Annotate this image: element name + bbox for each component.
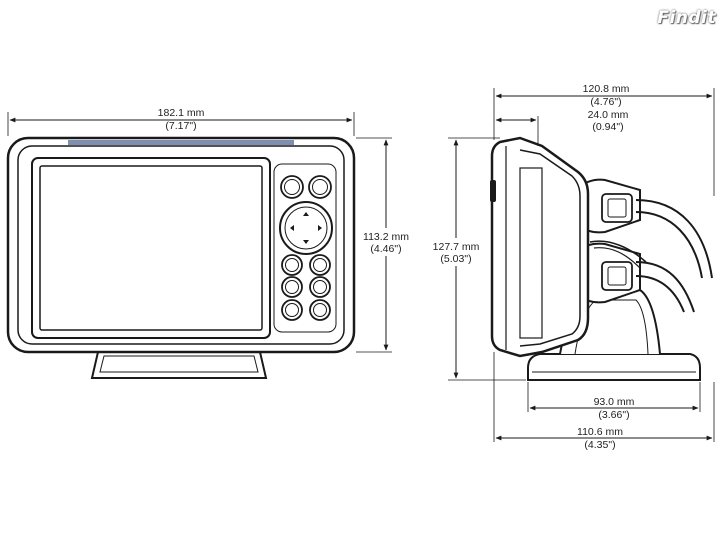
dimension-mount-base-mm: 93.0 mm xyxy=(594,396,635,408)
front-view xyxy=(6,136,356,379)
dimension-mount-base xyxy=(527,382,701,412)
findit-logo: Findit xyxy=(657,8,716,28)
button-panel xyxy=(273,163,337,333)
side-bracket xyxy=(577,178,641,304)
button-top-right xyxy=(308,175,332,199)
top-buttons xyxy=(280,175,332,199)
front-inner-bezel xyxy=(17,145,345,345)
dimension-front-height-in: (4.46") xyxy=(370,243,401,255)
screen xyxy=(39,165,263,331)
dimension-side-height-mm: 127.7 mm xyxy=(433,241,480,253)
side-cables xyxy=(589,199,713,313)
screen-frame xyxy=(31,157,271,339)
dimension-side-overall-in: (4.76") xyxy=(590,96,621,108)
dimension-front-width-in: (7.17") xyxy=(165,120,196,132)
dimension-bezel-depth-mm: 24.0 mm xyxy=(588,109,629,121)
front-top-strip xyxy=(68,140,294,145)
button-top-left xyxy=(280,175,304,199)
dimension-side-overall xyxy=(493,88,715,196)
side-device-body xyxy=(490,136,590,358)
dimension-side-overall-mm: 120.8 mm xyxy=(583,83,630,95)
dimension-front-height-mm: 113.2 mm xyxy=(363,231,409,243)
dimension-mount-overall-mm: 110.6 mm xyxy=(577,426,623,438)
dimension-bezel-depth xyxy=(495,116,539,146)
dimension-mount-overall xyxy=(493,352,715,442)
dimension-front-width xyxy=(7,112,355,136)
dimension-bezel-depth-in: (0.94") xyxy=(592,121,623,133)
dimension-mount-base-in: (3.66") xyxy=(598,409,629,421)
dpad xyxy=(279,201,333,255)
dimension-side-height-in: (5.03") xyxy=(440,253,471,265)
dimension-mount-overall-in: (4.35") xyxy=(584,439,615,451)
lower-buttons xyxy=(281,254,331,321)
side-view xyxy=(490,136,713,381)
dimension-front-width-mm: 182.1 mm xyxy=(158,107,205,119)
